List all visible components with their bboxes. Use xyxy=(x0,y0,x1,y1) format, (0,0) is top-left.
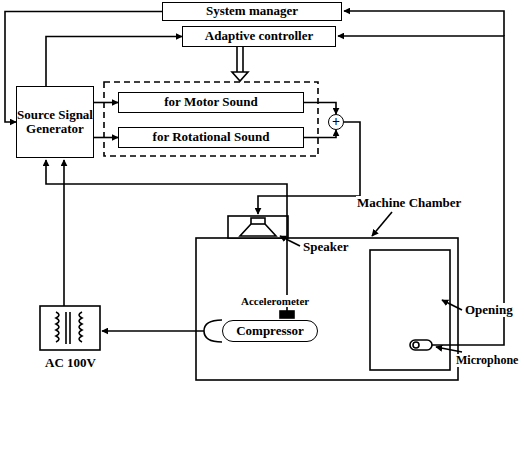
node-text: + xyxy=(332,115,340,129)
opening-frame xyxy=(370,250,450,370)
process-box: for Motor Sound xyxy=(118,92,304,113)
compressor-end xyxy=(204,320,222,342)
signal-connector xyxy=(304,130,336,138)
signal-connector xyxy=(46,37,182,87)
leader-line xyxy=(436,347,462,352)
leader-line xyxy=(442,300,462,310)
accelerometer-symbol xyxy=(280,311,294,318)
leader-line xyxy=(372,212,392,236)
part-label: Accelerometer xyxy=(240,295,310,307)
process-box: Source Signal Generator xyxy=(16,86,94,158)
microphone-symbol xyxy=(410,340,432,350)
filter-group xyxy=(104,82,318,156)
signal-connector xyxy=(304,103,336,115)
process-box: System manager xyxy=(162,2,342,21)
part-label: Speaker xyxy=(302,240,350,254)
power-wire xyxy=(102,330,204,332)
machine-chamber xyxy=(196,238,458,380)
node-text: Source Signal Generator xyxy=(17,108,93,137)
update-arrow xyxy=(232,47,248,81)
signal-connector xyxy=(94,137,118,139)
part-label: Opening xyxy=(464,303,514,317)
accelerometer-wire xyxy=(46,160,287,311)
node-text: for Motor Sound xyxy=(164,95,257,109)
process-box: for Rotational Sound xyxy=(118,127,304,148)
monitor-wire xyxy=(344,11,504,36)
part-label: Machine Chamber xyxy=(356,196,462,210)
part-label: Microphone xyxy=(455,354,519,367)
signal-connector xyxy=(94,102,118,104)
transformer-symbol xyxy=(40,306,100,350)
node-text: for Rotational Sound xyxy=(153,130,270,144)
sum-junction: + xyxy=(328,114,344,130)
speaker-symbol xyxy=(228,216,288,238)
node-text: System manager xyxy=(206,4,298,18)
line-sync-wire xyxy=(63,160,65,306)
compressor-body: Compressor xyxy=(222,320,318,342)
error-wire xyxy=(338,36,504,345)
process-box: Adaptive controller xyxy=(182,26,336,47)
leader-line xyxy=(280,236,300,246)
node-text: Compressor xyxy=(236,324,304,338)
node-text: Adaptive controller xyxy=(205,29,313,43)
part-label: AC 100V xyxy=(44,356,97,370)
